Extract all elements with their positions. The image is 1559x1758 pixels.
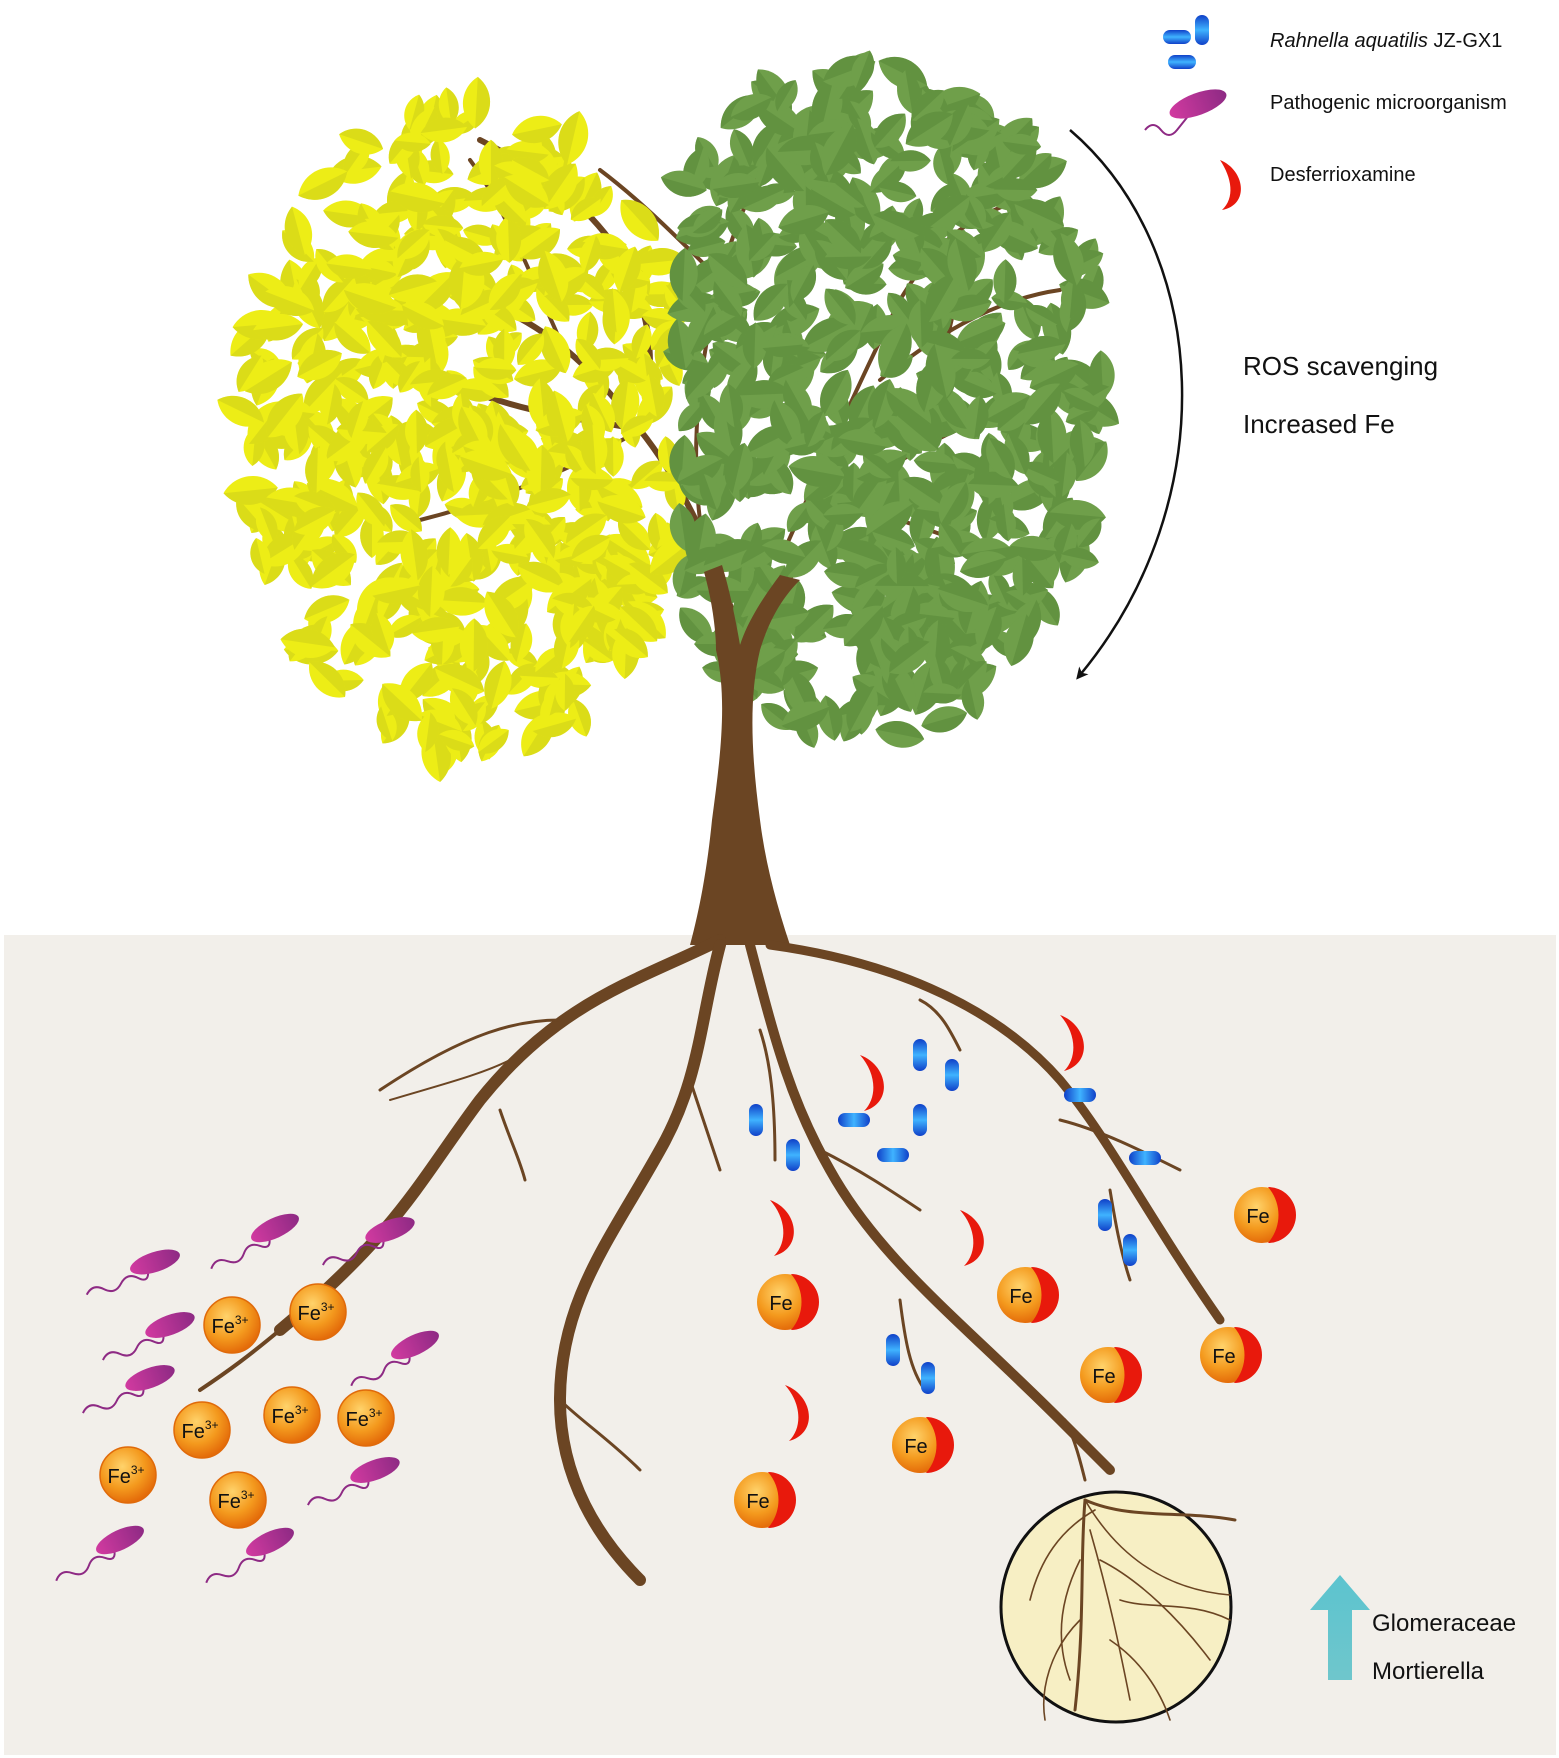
chelated-iron-label: Fe bbox=[746, 1491, 769, 1513]
chelated-iron-label: Fe bbox=[1246, 1206, 1269, 1228]
ferric-iron-ball bbox=[337, 1389, 395, 1447]
chelated-iron-ball bbox=[1080, 1347, 1136, 1403]
bacterium-icon bbox=[1098, 1199, 1112, 1231]
pathogen-icon bbox=[85, 1249, 180, 1296]
up-arrow-icon bbox=[1310, 1575, 1370, 1680]
legend-pathogen: Pathogenic microorganism bbox=[1270, 92, 1507, 115]
pathogen-icon bbox=[205, 1527, 294, 1584]
pathogen-icon bbox=[350, 1330, 439, 1387]
pathogen-icon bbox=[307, 1457, 400, 1506]
legend-bacterium: Rahnella aquatilis JZ-GX1 bbox=[1270, 30, 1502, 53]
family-glomeraceae: Glomeraceae bbox=[1372, 1610, 1517, 1637]
siderophore-icon bbox=[860, 1055, 884, 1111]
bacterium-icon bbox=[838, 1113, 870, 1127]
bacterium-icon bbox=[749, 1104, 763, 1136]
siderophore-group bbox=[770, 1015, 1084, 1441]
chelated-iron-ball bbox=[892, 1417, 948, 1473]
legend-siderophore-label: Desferrioxamine bbox=[1270, 164, 1416, 186]
bacterium-icon bbox=[913, 1039, 927, 1071]
ferric-iron-ball bbox=[173, 1401, 231, 1459]
chelated-iron-ball bbox=[757, 1274, 813, 1330]
process-annotation: ROS scavenging Increased Fe bbox=[1243, 337, 1438, 453]
family-mortierella: Mortierella bbox=[1372, 1658, 1485, 1685]
ferric-iron-ball bbox=[263, 1386, 321, 1444]
bacterium-icon bbox=[921, 1362, 935, 1394]
ferric-iron-ball bbox=[203, 1296, 261, 1354]
pathogen-icon bbox=[55, 1525, 144, 1582]
bacterium-icon bbox=[1064, 1088, 1096, 1102]
siderophore-icon bbox=[1060, 1015, 1084, 1071]
pathogen-icon bbox=[1144, 89, 1227, 136]
siderophore-icon bbox=[960, 1210, 984, 1266]
bacteria-group bbox=[749, 1039, 1161, 1394]
pathogen-icon bbox=[322, 1217, 415, 1266]
legend-pathogen-label: Pathogenic microorganism bbox=[1270, 92, 1507, 114]
bacterium-species: Rahnella aquatilis bbox=[1270, 30, 1428, 52]
microbe-families: Glomeraceae Mortierella bbox=[1372, 1600, 1516, 1696]
chelated-iron-label: Fe bbox=[769, 1293, 792, 1315]
siderophore-icon bbox=[785, 1385, 809, 1441]
chelated-iron-ball bbox=[1234, 1187, 1290, 1243]
chelated-iron-ball bbox=[997, 1267, 1053, 1323]
chlorotic-leaves bbox=[217, 76, 695, 783]
bacterium-icon bbox=[1123, 1234, 1137, 1266]
chelated-iron-label: Fe bbox=[904, 1436, 927, 1458]
pathogen-group bbox=[55, 1213, 439, 1584]
bacterium-icon bbox=[1163, 15, 1209, 69]
ferric-iron-label: Fe3+ bbox=[211, 1313, 248, 1338]
bacterium-icon bbox=[945, 1059, 959, 1091]
roots bbox=[198, 934, 1225, 1586]
pathogen-icon bbox=[210, 1213, 299, 1270]
rhizosphere-zoom bbox=[999, 1490, 1237, 1724]
chelated-iron-ball bbox=[734, 1472, 790, 1528]
tree-trunk bbox=[690, 565, 800, 945]
bacterium-icon bbox=[786, 1139, 800, 1171]
bacterium-icon bbox=[886, 1334, 900, 1366]
pathogen-icon bbox=[82, 1365, 175, 1414]
siderophore-icon bbox=[1220, 160, 1241, 210]
chelated-iron-label: Fe bbox=[1212, 1346, 1235, 1368]
chelated-iron-label: Fe bbox=[1092, 1366, 1115, 1388]
bacterium-icon bbox=[913, 1104, 927, 1136]
bacterium-strain: JZ-GX1 bbox=[1433, 30, 1503, 52]
chelated-iron-ball bbox=[1200, 1327, 1256, 1383]
healthy-leaves bbox=[660, 50, 1119, 748]
pathogen-icon bbox=[102, 1312, 195, 1361]
ferric-iron-ball bbox=[289, 1283, 347, 1341]
curved-arrow-icon bbox=[1069, 129, 1184, 680]
chelated-iron-label: Fe bbox=[1009, 1286, 1032, 1308]
annotation-ros: ROS scavenging bbox=[1243, 351, 1439, 381]
bacterium-icon bbox=[1129, 1151, 1161, 1165]
annotation-fe: Increased Fe bbox=[1243, 409, 1395, 439]
ferric-iron-ball bbox=[209, 1471, 267, 1529]
ferric-iron-ball bbox=[99, 1446, 157, 1504]
legend-siderophore: Desferrioxamine bbox=[1270, 164, 1416, 187]
siderophore-icon bbox=[770, 1200, 794, 1256]
bacterium-icon bbox=[877, 1148, 909, 1162]
